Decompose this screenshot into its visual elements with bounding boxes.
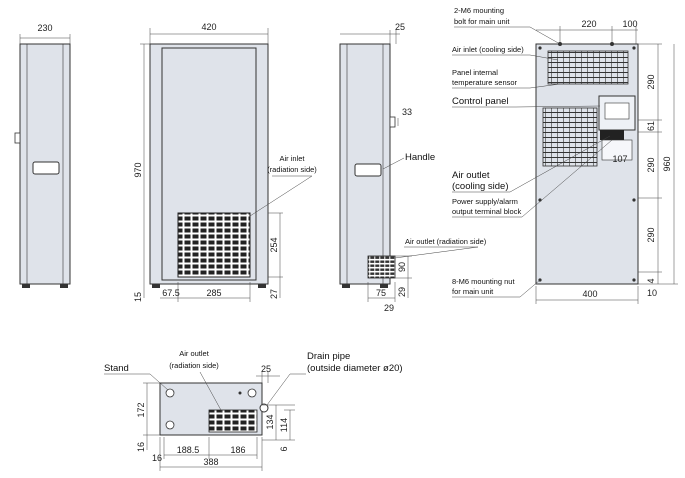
dim-bottom-left-a: 16 [136,442,146,452]
dim-grille-offset: 67.5 [162,288,180,298]
dim-side-handle-offset: 33 [402,107,412,117]
dim-bottom-pipe: 25 [261,364,271,374]
dim-bottom-h1: 134 [265,414,275,429]
dim-bottom-total: 388 [203,457,218,467]
rear-view: 220 100 2-M6 mounting bolt for main unit… [452,6,678,304]
drain-pipe-icon [259,403,269,413]
label-air-outlet-cooling-2: (cooling side) [452,181,509,192]
label-stand: Stand [104,363,129,374]
label-air-inlet-2: (radiation side) [267,165,317,174]
dim-rear-seg3: 290 [646,157,656,172]
bottom-view: Stand Air outlet (radiation side) Drain … [104,349,403,471]
label-mount-bolt-1: 2-M6 mounting [454,6,504,15]
label-power-supply-2: output terminal block [452,207,521,216]
label-drain-pipe-2: (outside diameter ø20) [307,363,403,374]
label-handle: Handle [405,152,435,163]
dim-grille-width: 285 [206,288,221,298]
left-side-view: 230 [14,23,71,288]
dim-rear-w1: 220 [581,19,596,29]
label-power-supply-1: Power supply/alarm [452,197,518,206]
label-mount-bolt-2: bolt for main unit [454,17,510,26]
dim-side-outlet-bottom: 29 [397,287,407,297]
right-side-view: 25 33 Handle Air outlet (radiation side)… [339,22,487,313]
dim-bottom-w1: 188.5 [177,445,200,455]
left-handle [32,161,60,175]
dim-side-outlet-base: 29 [384,303,394,313]
dim-side-outlet-w: 75 [376,288,386,298]
dim-side-depth: 25 [395,22,405,32]
dim-front-width: 420 [201,22,216,32]
dim-bottom-depth: 172 [136,402,146,417]
bottom-outlet-grille [208,409,258,433]
rear-air-outlet-vent [542,107,598,167]
dim-rear-width: 400 [582,289,597,299]
label-panel-temp-1: Panel internal [452,68,498,77]
side-outlet-grille [367,255,396,279]
dim-rear-seg4: 290 [646,227,656,242]
dim-rear-w2: 100 [622,19,637,29]
dim-rear-bottom-a: 4 [646,278,656,283]
label-air-outlet-cooling-1: Air outlet [452,170,490,181]
dim-rear-bottom-b: 10 [647,288,657,298]
label-air-inlet-cooling: Air inlet (cooling side) [452,45,524,54]
front-view: 420 970 15 254 27 67.5 285 Air inlet (ra… [133,22,317,302]
label-control-panel: Control panel [452,96,509,107]
front-grille [177,212,251,278]
dim-bottom-h3: 6 [279,446,289,451]
label-air-outlet-bottom-2: (radiation side) [169,361,219,370]
label-panel-temp-2: temperature sensor [452,78,518,87]
dim-bottom-w2: 186 [230,445,245,455]
dim-left-width: 230 [37,23,52,33]
label-mount-nut-2: for main unit [452,287,494,296]
dim-grille-height: 254 [269,237,279,252]
dim-front-height: 970 [133,162,143,177]
dim-rear-seg2: 61 [646,121,656,131]
label-drain-pipe-1: Drain pipe [307,351,350,362]
label-air-outlet-bottom-1: Air outlet [179,349,210,358]
dim-bottom-left-b: 16 [152,453,162,463]
rear-terminal-block [600,130,624,140]
dim-rear-seg1: 290 [646,74,656,89]
dim-front-base: 15 [133,292,143,302]
label-air-outlet-side: Air outlet (radiation side) [405,237,487,246]
label-air-inlet-1: Air inlet [279,154,305,163]
stand-foot-icon [165,388,175,398]
dim-terminal: 107 [612,154,627,164]
rear-air-inlet-vent [547,50,629,85]
dim-grille-bottom: 27 [269,289,279,299]
dim-bottom-h2: 114 [279,418,289,432]
dim-rear-total: 960 [662,156,672,171]
label-mount-nut-1: 8-M6 mounting nut [452,277,515,286]
dim-side-outlet-h: 90 [397,262,407,272]
right-handle [354,163,382,177]
